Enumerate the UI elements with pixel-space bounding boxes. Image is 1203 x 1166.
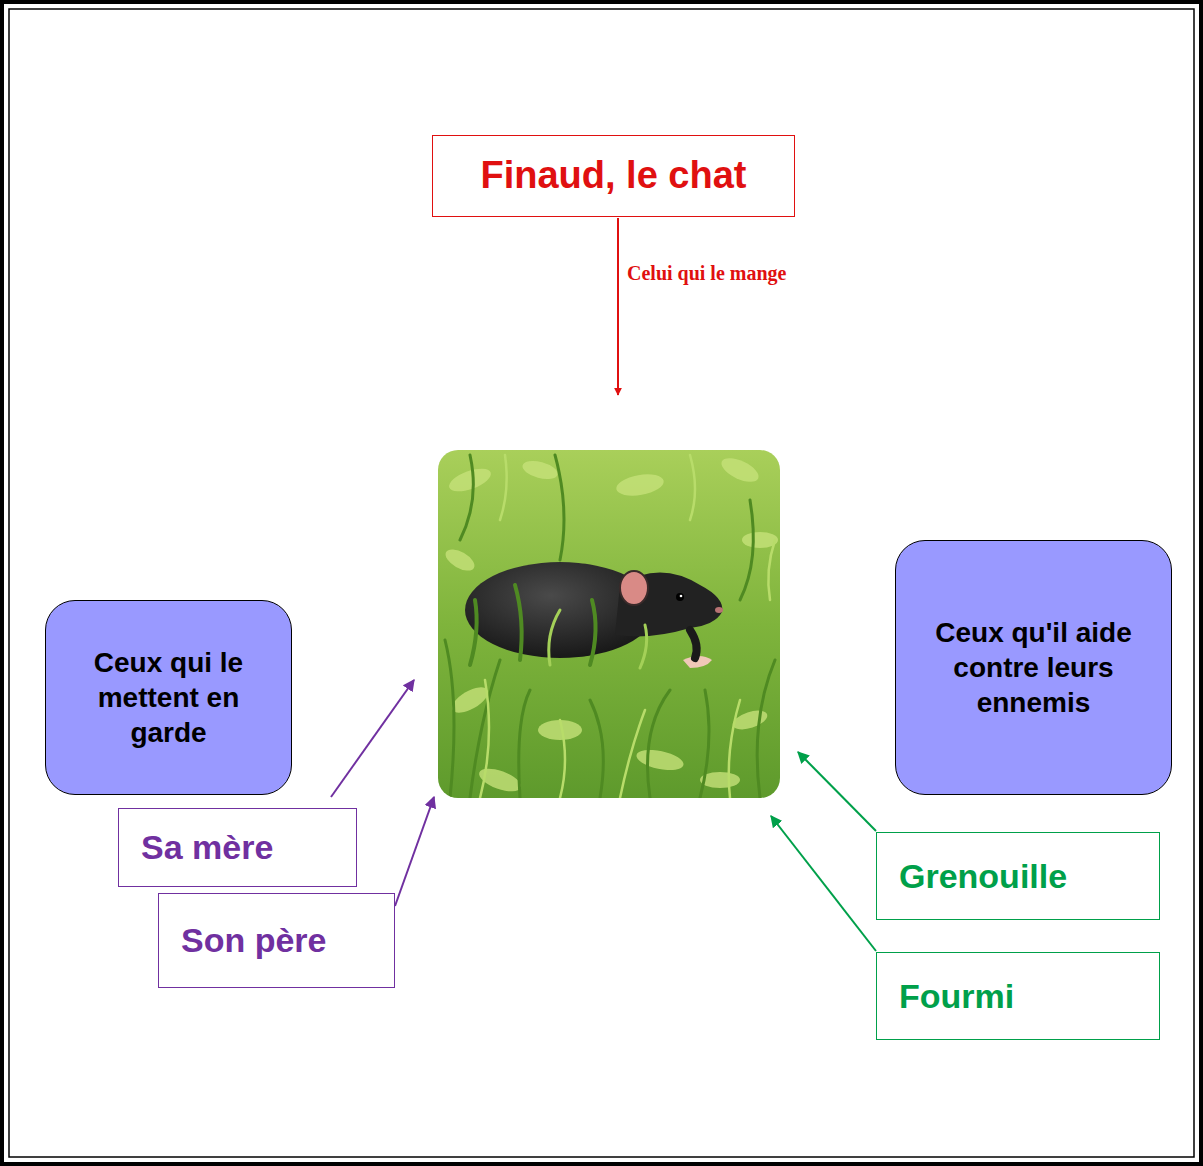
helped-arrow (771, 816, 876, 951)
node-text: Finaud, le chat (480, 153, 746, 199)
parent-box: Sa mère (118, 808, 357, 887)
warning-arrow (331, 680, 414, 797)
predator-box: Finaud, le chat (432, 135, 795, 217)
node-text: Son père (181, 920, 326, 961)
group-heading-box: Ceux qu'il aide contre leurs ennemis (895, 540, 1172, 795)
node-text: Ceux qu'il aide contre leurs ennemis (906, 615, 1161, 720)
helped-animal-box: Fourmi (876, 952, 1160, 1040)
node-text: Grenouille (899, 856, 1067, 897)
helped-animal-box: Grenouille (876, 832, 1160, 920)
eats-arrow (617, 218, 619, 395)
node-text: Ceux qui le mettent en garde (56, 645, 281, 750)
node-text: Fourmi (899, 976, 1014, 1017)
helped-arrow (798, 752, 876, 831)
node-text: Sa mère (141, 827, 273, 868)
warning-arrow (395, 797, 434, 906)
arrow-label: Celui qui le mange (624, 260, 789, 287)
parent-box: Son père (158, 893, 395, 988)
group-heading-box: Ceux qui le mettent en garde (45, 600, 292, 795)
rat-photo (438, 450, 780, 798)
page-frame-inner (9, 9, 1194, 1157)
